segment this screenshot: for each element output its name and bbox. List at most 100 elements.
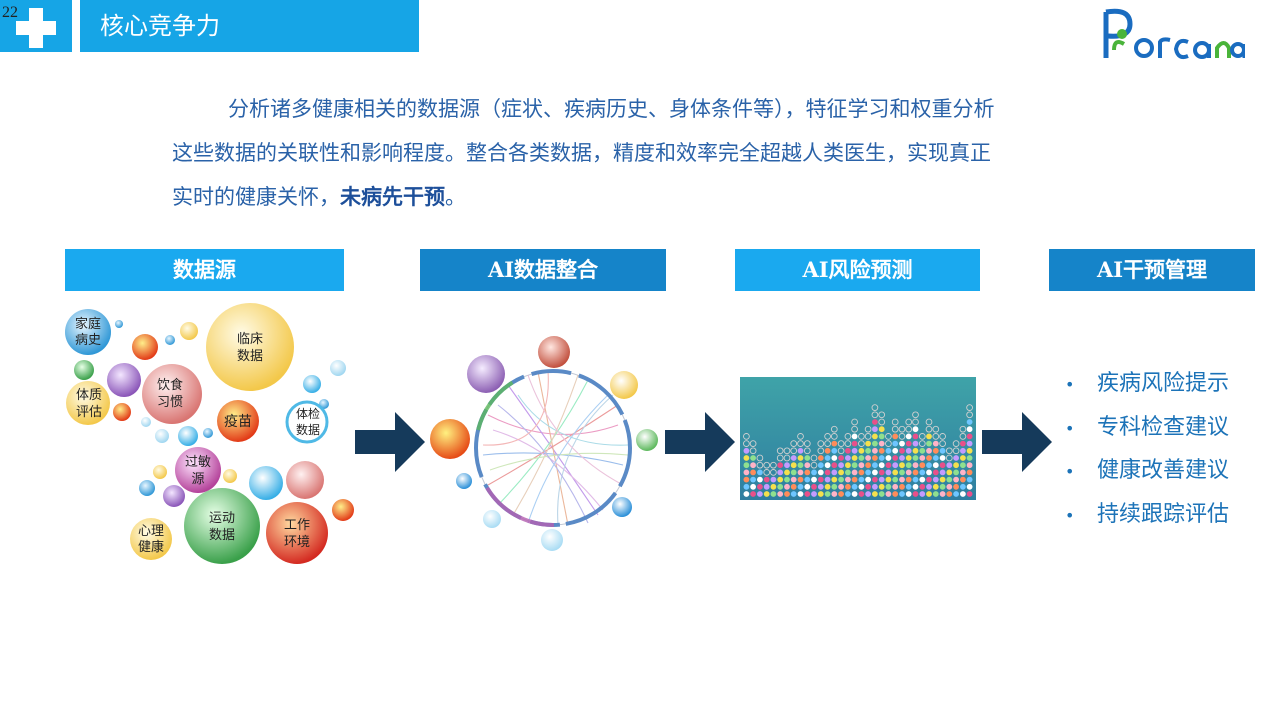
matrix-dot [885, 447, 892, 454]
matrix-dot [784, 483, 790, 490]
matrix-dot [878, 491, 885, 497]
matrix-dot [966, 404, 973, 411]
matrix-dot [918, 440, 926, 447]
matrix-dot [750, 462, 756, 469]
matrix-dot [892, 433, 899, 440]
matrix-dot [743, 462, 750, 469]
matrix-dot [919, 469, 926, 476]
matrix-dot [804, 491, 811, 497]
matrix-dot [790, 476, 797, 483]
matrix-dot [892, 462, 899, 469]
matrix-dot [926, 462, 932, 469]
matrix-dot [743, 447, 750, 454]
matrix-dot [926, 447, 932, 454]
matrix-dot [749, 440, 757, 447]
matrix-dot [966, 419, 973, 425]
matrix-dot [844, 440, 852, 447]
matrix-dot [743, 440, 750, 447]
matrix-dot [783, 454, 791, 462]
matrix-dot [966, 411, 973, 419]
bubble-diet-habits [142, 364, 202, 424]
matrix-dot [783, 447, 791, 455]
matrix-dot [912, 469, 919, 476]
matrix-dot [939, 483, 946, 490]
matrix-dot [872, 476, 878, 483]
matrix-dot [830, 425, 838, 433]
matrix-dot [743, 455, 750, 461]
matrix-dot [756, 461, 764, 469]
matrix-dot [811, 469, 817, 476]
matrix-dot [899, 455, 905, 461]
matrix-dot [926, 469, 932, 476]
matrix-dot [865, 483, 871, 490]
intro-line-1: 分析诸多健康相关的数据源（症状、疾病历史、身体条件等），特征学习和权重分析 [228, 97, 995, 121]
matrix-dot [872, 440, 878, 447]
bullet-dot: • [1065, 418, 1075, 438]
matrix-dot [872, 469, 878, 476]
matrix-dot [932, 425, 940, 433]
matrix-dot [797, 433, 804, 440]
matrix-dot [960, 483, 966, 490]
intro-line-3-suffix: 。 [445, 185, 466, 209]
matrix-dot [898, 425, 906, 433]
matrix-dot [864, 433, 872, 440]
bubble-exercise-line2: 数据 [209, 528, 235, 543]
matrix-dot [804, 462, 811, 469]
matrix-dot [770, 461, 777, 469]
matrix-dot [926, 491, 932, 497]
bubble-work-environment [266, 502, 328, 564]
matrix-dot [905, 483, 912, 490]
matrix-dot [899, 462, 905, 469]
matrix-dot [851, 425, 858, 433]
bubble-exercise-line1: 运动 [209, 511, 235, 526]
matrix-dot [743, 491, 750, 497]
matrix-dot [777, 483, 784, 490]
matrix-dot [790, 462, 797, 469]
matrix-dot [898, 433, 906, 440]
matrix-dot [824, 440, 831, 447]
bubble-mental-health [130, 518, 172, 560]
matrix-dot [919, 476, 926, 483]
matrix-dot [878, 455, 885, 461]
matrix-dot [878, 418, 886, 426]
matrix-dot [892, 440, 899, 447]
matrix-dot [885, 440, 892, 447]
matrix-dot [892, 483, 899, 490]
matrix-dot [757, 491, 763, 497]
matrix-dot [966, 469, 973, 476]
matrix-dot [763, 491, 770, 497]
matrix-dot [797, 440, 804, 447]
matrix-dot [905, 433, 912, 440]
bubble-checkup-line1: 体检 [296, 406, 320, 421]
intervention-list: •疾病风险提示 •专科检查建议 •健康改善建议 •持续跟踪评估 [1065, 362, 1265, 536]
matrix-dot [797, 476, 804, 483]
matrix-dot [932, 483, 939, 490]
matrix-dot [905, 440, 912, 447]
matrix-dot [810, 461, 818, 469]
matrix-dot [966, 462, 973, 469]
matrix-dot [858, 476, 865, 483]
matrix-dot [845, 476, 851, 483]
matrix-dot [899, 483, 905, 490]
matrix-dot [757, 469, 763, 476]
matrix-dot [878, 476, 885, 483]
matrix-dot [858, 469, 865, 476]
matrix-dot [804, 476, 811, 483]
matrix-dot [878, 433, 885, 440]
matrix-dot [872, 419, 878, 425]
matrix-dot [926, 455, 932, 461]
bullet-dot: • [1065, 375, 1075, 394]
matrix-dot [899, 447, 905, 454]
intervention-item-4: 持续跟踪评估 [1097, 501, 1230, 527]
matrix-dot [777, 462, 784, 469]
matrix-dot [899, 491, 905, 497]
matrix-dot [743, 483, 750, 490]
matrix-dot [912, 491, 919, 497]
matrix-dot [953, 476, 959, 483]
step-header-data-source: 数据源 [65, 249, 344, 291]
matrix-dot [878, 462, 885, 469]
matrix-dot [743, 433, 750, 440]
matrix-dot [831, 469, 838, 476]
matrix-dot [797, 455, 804, 461]
matrix-dot [811, 483, 817, 490]
